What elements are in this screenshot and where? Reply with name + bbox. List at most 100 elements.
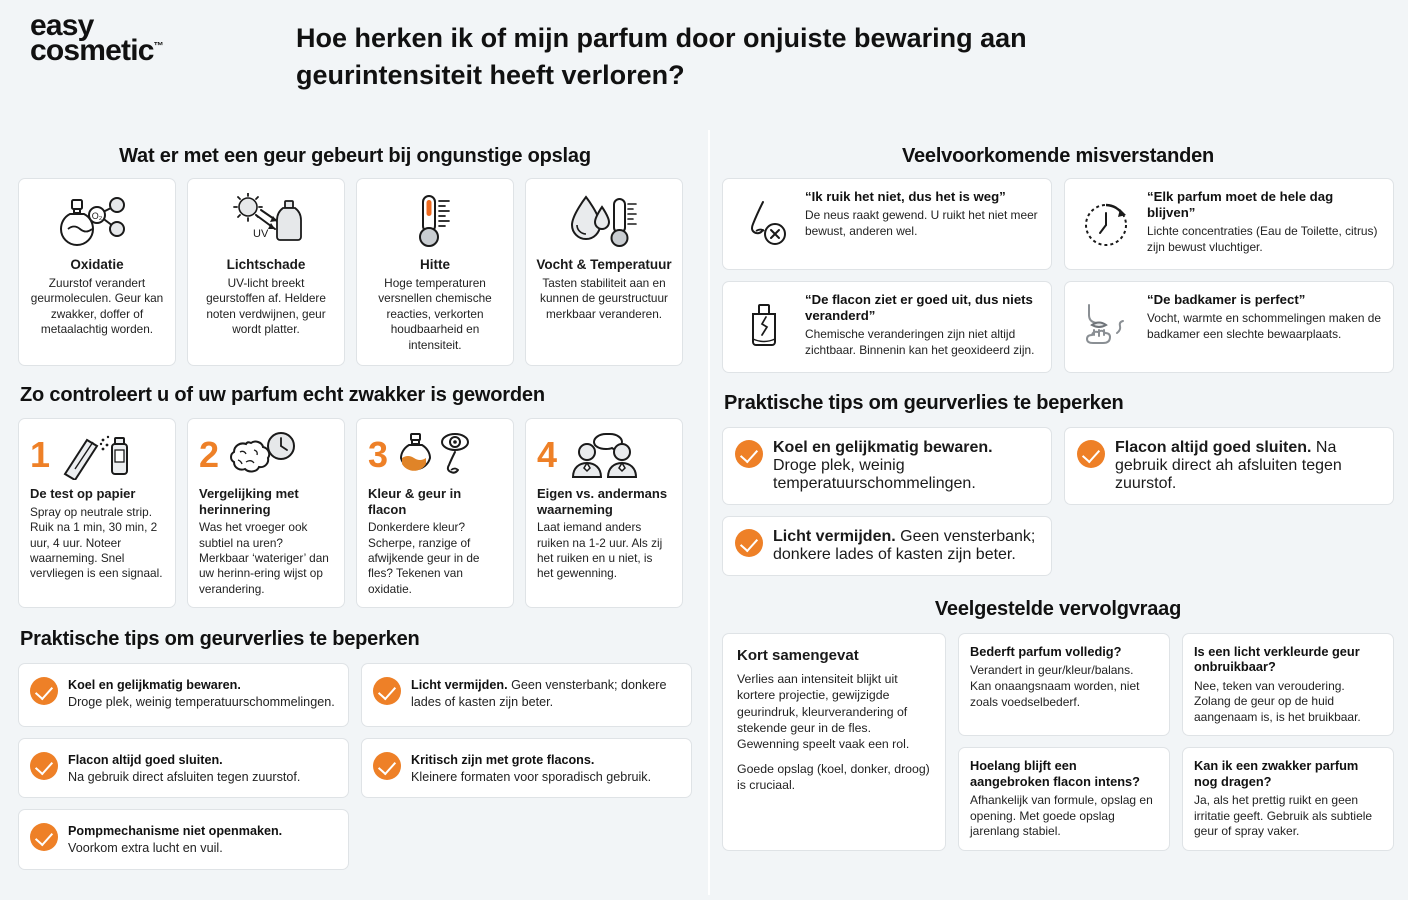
tip-bold: Licht vermijden. bbox=[411, 678, 508, 693]
tip-rest: Geen vensterbank; donkere lades of kaste… bbox=[773, 528, 1036, 563]
shower-steam-icon bbox=[1076, 292, 1138, 362]
misunderstanding-card: “Elk parfum moet de hele dag blijven” Li… bbox=[1064, 178, 1394, 270]
misunderstanding-answer: Lichte concentraties (Eau de Toilette, c… bbox=[1147, 224, 1378, 254]
svg-text:O₂: O₂ bbox=[92, 211, 103, 221]
trademark-mark: ™ bbox=[153, 41, 164, 53]
faq-card: Bederft parfum volledig? Verandert in ge… bbox=[958, 633, 1170, 737]
faq-wrapper: Kort samengevat Verlies aan intensiteit … bbox=[722, 633, 1394, 851]
droplet-thermometer-icon bbox=[536, 191, 672, 253]
check-circle-icon bbox=[30, 752, 58, 781]
check-circle-icon bbox=[735, 440, 763, 468]
summary-card: Kort samengevat Verlies aan intensiteit … bbox=[722, 633, 946, 851]
right-tips-column-1: Koel en gelijkmatig bewaren. Droge plek,… bbox=[722, 427, 1052, 576]
tip-bold: Flacon altijd goed sluiten. bbox=[68, 753, 223, 768]
paper-strip-spray-icon bbox=[55, 430, 145, 481]
misunderstanding-answer: Vocht, warmte en schommelingen maken de … bbox=[1147, 311, 1381, 341]
misunderstandings-heading: Veelvoorkomende misverstanden bbox=[901, 145, 1215, 167]
tip-item: Kritisch zijn met grote flacons.Kleinere… bbox=[361, 738, 692, 799]
left-column: Wat er met een geur gebeurt bij ongunsti… bbox=[18, 130, 692, 870]
step-desc: Was het vroeger ook subtiel na uren? Mer… bbox=[199, 520, 329, 596]
faq-card: Hoelang blijft een aangebroken flacon in… bbox=[958, 747, 1170, 851]
check-circle-icon bbox=[735, 529, 763, 557]
faq-answer: Verandert in geur/kleur/balans. Kan onaa… bbox=[970, 663, 1140, 709]
cause-card: Hitte Hoge temperaturen versnellen chemi… bbox=[356, 178, 514, 367]
faq-answer: Afhankelijk van formule, opslag en openi… bbox=[970, 793, 1153, 839]
left-tips-grid: Koel en gelijkmatig bewaren.Droge plek, … bbox=[18, 663, 692, 870]
thermometer-icon bbox=[367, 191, 503, 253]
summary-title: Kort samengevat bbox=[737, 647, 859, 664]
step-number: 3 bbox=[368, 434, 389, 476]
cause-desc: Hoge temperaturen versnellen chemische r… bbox=[378, 276, 492, 352]
cause-card: Vocht & Temperatuur Tasten stabiliteit a… bbox=[525, 178, 683, 367]
step-desc: Laat iemand anders ruiken na 1-2 uur. Al… bbox=[537, 520, 663, 581]
misunderstanding-quote: “De badkamer is perfect” bbox=[1147, 292, 1306, 307]
cause-desc: Zuurstof verandert geurmoleculen. Geur k… bbox=[30, 276, 164, 337]
step-name: Eigen vs. andermans waarneming bbox=[537, 486, 668, 517]
tip-bold: Pompmechanisme niet openmaken. bbox=[68, 824, 283, 839]
tip-bold: Licht vermijden. bbox=[773, 528, 896, 545]
misunderstanding-quote: “De flacon ziet er goed uit, dus niets v… bbox=[805, 292, 1033, 324]
step-name: De test op papier bbox=[30, 486, 136, 502]
misunderstanding-card: “Ik ruik het niet, dus het is weg” De ne… bbox=[722, 178, 1052, 270]
cause-desc: Tasten stabiliteit aan en kunnen de geur… bbox=[540, 276, 668, 321]
misunderstandings-row: “De flacon ziet er goed uit, dus niets v… bbox=[722, 281, 1394, 373]
tip-rest: Voorkom extra lucht en vuil. bbox=[68, 840, 223, 855]
brand-line-1: easy bbox=[30, 9, 94, 42]
header: easy cosmetic™ Hoe herken ik of mijn par… bbox=[0, 0, 1408, 128]
summary-paragraph-2: Goede opslag (koel, donker, droog) is cr… bbox=[737, 761, 930, 793]
tip-rest: Kleinere formaten voor sporadisch gebrui… bbox=[411, 769, 652, 784]
tip-item: Pompmechanisme niet openmaken.Voorkom ex… bbox=[18, 809, 349, 870]
step-name: Vergelijking met herinnering bbox=[199, 486, 299, 517]
faq-card: Kan ik een zwakker parfum nog dragen? Ja… bbox=[1182, 747, 1394, 851]
faq-question: Bederft parfum volledig? bbox=[970, 644, 1122, 659]
cause-card: O₂ Oxidatie Zuurstof verandert geurmolec… bbox=[18, 178, 176, 367]
brand-logo: easy cosmetic™ bbox=[30, 9, 210, 68]
tip-rest: Geen vensterbank; donkere lades of kaste… bbox=[411, 678, 667, 709]
two-people-speech-icon bbox=[562, 430, 654, 480]
step-card: 1 bbox=[18, 418, 176, 609]
step-number: 4 bbox=[537, 434, 558, 476]
causes-grid: O₂ Oxidatie Zuurstof verandert geurmolec… bbox=[18, 178, 692, 367]
step-desc: Donkerdere kleur? Scherpe, ranzige of af… bbox=[368, 520, 480, 596]
faq-question: Kan ik een zwakker parfum nog dragen? bbox=[1194, 758, 1359, 789]
left-tips-column-1: Koel en gelijkmatig bewaren.Droge plek, … bbox=[18, 663, 349, 870]
cause-name: Vocht & Temperatuur bbox=[536, 257, 672, 272]
misunderstanding-card: “De flacon ziet er goed uit, dus niets v… bbox=[722, 281, 1052, 373]
misunderstanding-quote: “Elk parfum moet de hele dag blijven” bbox=[1147, 189, 1334, 221]
tip-rest: Na gebruik direct afsluiten tegen zuurst… bbox=[68, 769, 301, 784]
check-circle-icon bbox=[30, 677, 58, 706]
tip-item: Flacon altijd goed sluiten. Na gebruik d… bbox=[1064, 427, 1394, 505]
cracked-bottle-icon bbox=[734, 292, 796, 362]
check-circle-icon bbox=[30, 823, 58, 852]
faq-answer: Ja, als het prettig ruikt en geen irrita… bbox=[1194, 793, 1373, 839]
step-desc: Spray op neutrale strip. Ruik na 1 min, … bbox=[30, 504, 163, 581]
steps-grid: 1 bbox=[18, 418, 692, 609]
bottle-eye-nose-icon bbox=[393, 430, 488, 480]
misunderstanding-answer: Chemische veranderingen zijn niet altijd… bbox=[805, 327, 1035, 357]
sun-uv-bottle-icon: UV bbox=[198, 191, 334, 253]
faq-card: Is een licht verkleurde geur onbruikbaar… bbox=[1182, 633, 1394, 737]
brand-line-2: cosmetic™ bbox=[30, 34, 164, 68]
step-card: 2 bbox=[187, 418, 345, 609]
right-column: Veelvoorkomende misverstanden bbox=[722, 130, 1394, 851]
misunderstanding-card: “De badkamer is perfect” Vocht, warmte e… bbox=[1064, 281, 1394, 373]
misunderstanding-answer: De neus raakt gewend. U ruikt het niet m… bbox=[805, 208, 1038, 238]
check-circle-icon bbox=[373, 752, 401, 781]
step-card: 3 bbox=[356, 418, 514, 609]
tip-item: Licht vermijden. Geen vensterbank; donke… bbox=[722, 516, 1052, 576]
cause-card: UV Lichtschade UV-licht breekt geurstoff… bbox=[187, 178, 345, 367]
brain-clock-icon bbox=[224, 430, 314, 480]
tip-item: Koel en gelijkmatig bewaren.Droge plek, … bbox=[18, 663, 349, 728]
tip-rest: Droge plek, weinig temperatuurschommelin… bbox=[68, 694, 335, 709]
left-tips-column-2: Licht vermijden. Geen vensterbank; donke… bbox=[361, 663, 692, 869]
left-tips-heading: Praktische tips om geurverlies te beperk… bbox=[20, 628, 420, 651]
faq-question: Hoelang blijft een aangebroken flacon in… bbox=[970, 758, 1140, 789]
perfume-bottle-oxygen-icon: O₂ bbox=[29, 191, 165, 253]
step-number: 1 bbox=[30, 434, 51, 476]
right-tips-column-2: Flacon altijd goed sluiten. Na gebruik d… bbox=[1064, 427, 1394, 576]
steps-heading: Zo controleert u of uw parfum echt zwakk… bbox=[20, 384, 545, 407]
cause-desc: UV-licht breekt geurstoffen af. Heldere … bbox=[206, 276, 326, 337]
cause-name: Oxidatie bbox=[70, 257, 124, 272]
summary-paragraph-1: Verlies aan intensiteit blijkt uit korte… bbox=[737, 672, 910, 752]
